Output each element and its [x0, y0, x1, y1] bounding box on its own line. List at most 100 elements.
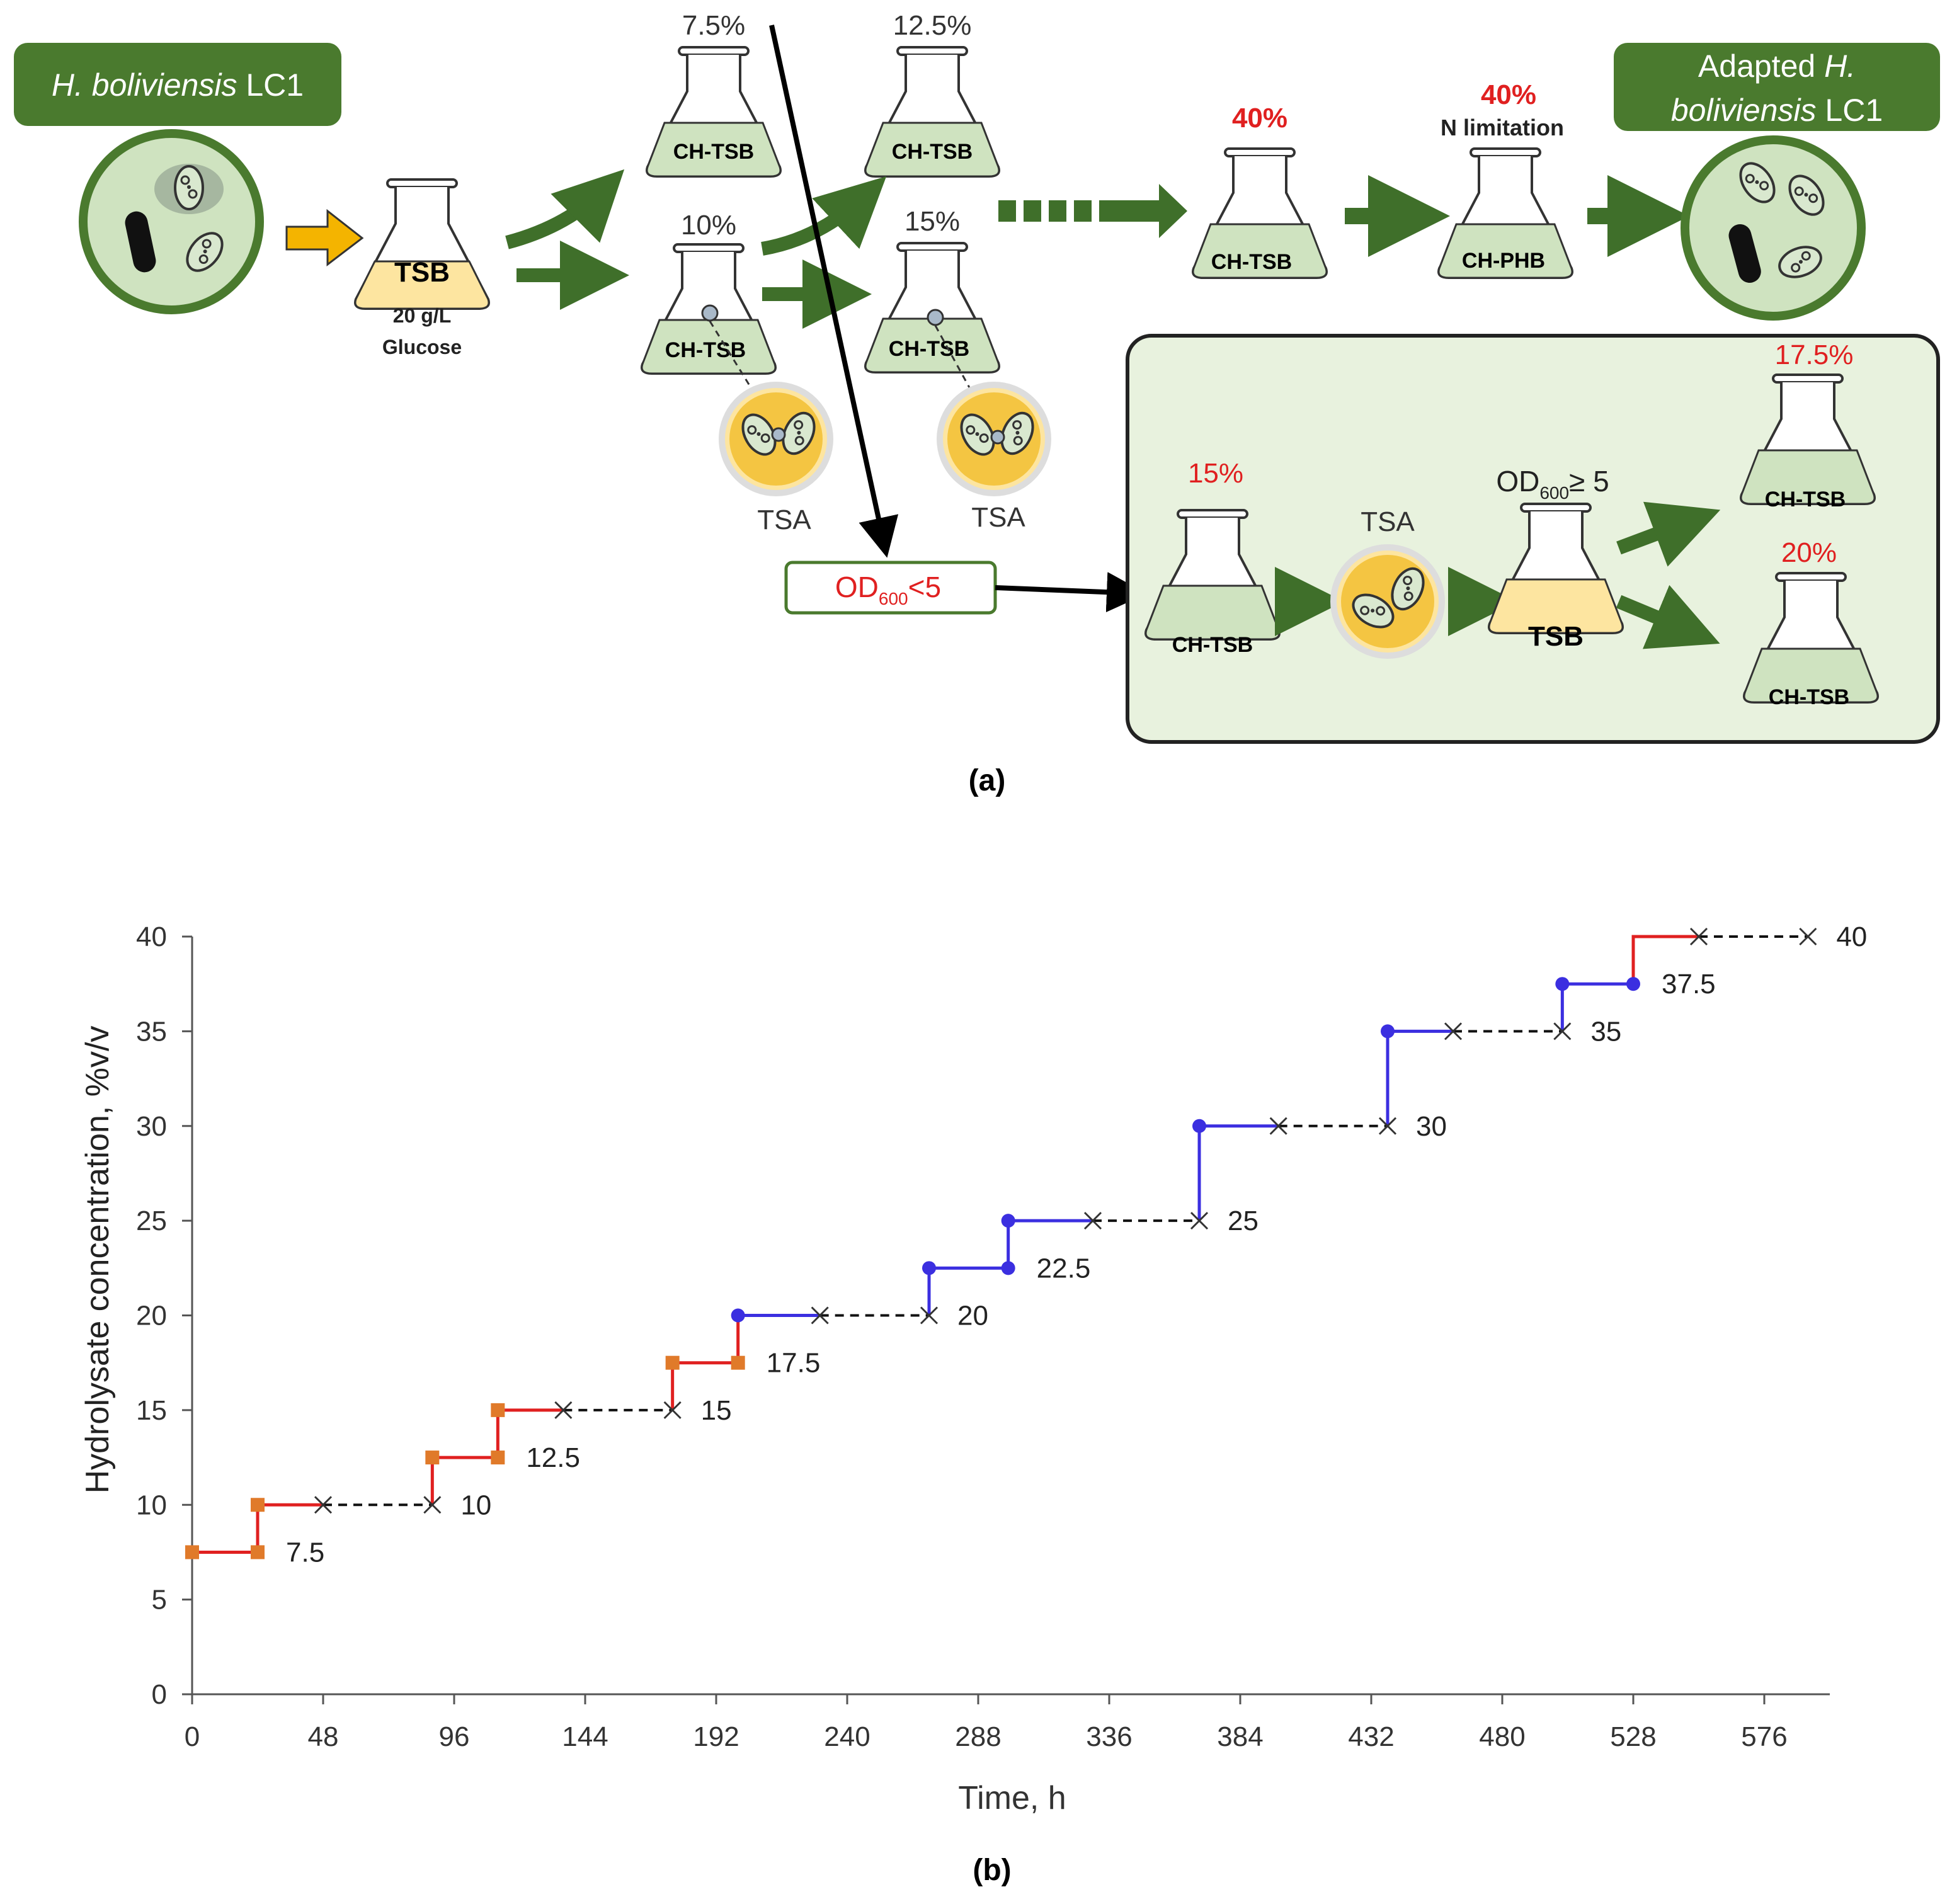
- x-tick-label: 240: [824, 1721, 870, 1752]
- flask-pct: 40%: [1232, 103, 1287, 134]
- tsb-label: TSB: [1528, 621, 1584, 652]
- square-marker: [491, 1403, 505, 1417]
- panel-b-caption: (b): [973, 1854, 1011, 1887]
- red-step-segment: [192, 1503, 323, 1554]
- flask-40-chphb: 40% N limitation CH-PHB: [1437, 79, 1573, 279]
- end-label-line1-italic: H.: [1824, 48, 1856, 84]
- svg-text:Adapted H.: Adapted H.: [1698, 48, 1856, 84]
- point-label: 25: [1228, 1206, 1259, 1236]
- tsb-note-line2: Glucose: [382, 336, 462, 358]
- od-main: OD: [1496, 465, 1539, 498]
- black-arrow-icon: [995, 572, 1147, 613]
- diagonal-arrow-icon: [769, 25, 899, 558]
- cross-marker: [1444, 1022, 1463, 1040]
- y-tick-label: 10: [136, 1490, 167, 1520]
- circle-marker: [1001, 1261, 1015, 1275]
- red-step-segment: [1631, 935, 1699, 984]
- square-marker: [425, 1451, 440, 1465]
- inset-flask-17-5: 17.5% CH-TSB: [1740, 339, 1876, 511]
- dashed-green-arrow-icon: [998, 184, 1187, 238]
- svg-text:boliviensis LC1: boliviensis LC1: [1671, 93, 1883, 128]
- cross-marker: [920, 1306, 939, 1325]
- cross-marker: [1799, 927, 1817, 946]
- square-marker: [251, 1498, 265, 1512]
- tsb-note-line1: 20 g/L: [393, 304, 451, 327]
- end-label-line2-italic: boliviensis: [1671, 93, 1817, 128]
- tsb-flask-label: TSB: [394, 257, 450, 288]
- end-label-line1-plain: Adapted: [1698, 48, 1824, 84]
- tsa-plate-2: TSA: [937, 382, 1051, 533]
- x-tick-label: 0: [185, 1721, 200, 1752]
- circle-marker: [922, 1261, 936, 1275]
- od-main: OD: [835, 571, 879, 603]
- point-label: 30: [1416, 1111, 1447, 1142]
- x-tick-label: 480: [1479, 1721, 1525, 1752]
- x-axis-label: Time, h: [958, 1780, 1066, 1816]
- od-sub: 600: [1539, 483, 1569, 503]
- start-strain-label: H. boliviensis LC1: [14, 43, 341, 126]
- rod-bacterium-icon: [1728, 224, 1761, 283]
- square-marker: [665, 1355, 680, 1370]
- point-label: 10: [460, 1490, 491, 1520]
- flask-label: CH-TSB: [1211, 250, 1292, 274]
- green-arrow-icon: [1616, 501, 1721, 567]
- square-marker: [491, 1451, 505, 1465]
- od-threshold-box: OD600<5: [784, 561, 997, 615]
- cross-marker: [1269, 1117, 1287, 1135]
- flask-40-chtsb: 40% CH-TSB: [1192, 103, 1328, 279]
- bacterium-icon: [174, 165, 204, 210]
- flask-pct: 12.5%: [893, 10, 972, 41]
- x-tick-label: 336: [1086, 1721, 1132, 1752]
- start-label-italic: H. boliviensis: [52, 67, 237, 103]
- inset-tsb-flask: OD600≥ 5 TSB: [1488, 465, 1624, 652]
- flask-label: CH-TSB: [665, 338, 746, 362]
- flask-pct: 20%: [1781, 537, 1837, 568]
- point-label: 40: [1836, 921, 1867, 952]
- adapted-strain-label: Adapted H. boliviensis LC1: [1614, 43, 1940, 131]
- x-tick-label: 288: [955, 1721, 1001, 1752]
- square-marker: [731, 1355, 745, 1370]
- flask-pct: 10%: [681, 210, 736, 241]
- chart-series: [192, 935, 1808, 1554]
- y-tick-label: 20: [136, 1301, 167, 1331]
- panel-a-caption: (a): [969, 764, 1006, 797]
- end-label-line2-plain: LC1: [1817, 93, 1883, 128]
- flask-label: CH-TSB: [673, 140, 754, 164]
- point-label: 15: [701, 1395, 732, 1426]
- chart-markers: [185, 927, 1817, 1559]
- y-tick-label: 40: [136, 921, 167, 952]
- y-tick-label: 25: [136, 1206, 167, 1236]
- point-label: 37.5: [1662, 969, 1716, 1000]
- y-tick-label: 0: [152, 1679, 167, 1710]
- square-marker: [251, 1545, 265, 1559]
- flask-label: CH-TSB: [889, 337, 969, 361]
- circle-marker: [1001, 1214, 1015, 1228]
- rod-bacterium-icon: [125, 211, 156, 273]
- inset-flask-20: 20% CH-TSB: [1743, 537, 1879, 709]
- point-label: 12.5: [526, 1442, 580, 1473]
- svg-text:OD600≥ 5: OD600≥ 5: [1496, 465, 1609, 503]
- point-label: 35: [1590, 1016, 1621, 1047]
- point-label: 20: [957, 1301, 988, 1331]
- green-curved-arrow-icon: [505, 169, 625, 249]
- green-arrow-icon: [1616, 584, 1720, 649]
- inset-tsa-plate: TSA: [1330, 506, 1445, 659]
- svg-text:OD600<5: OD600<5: [835, 571, 941, 608]
- y-tick-label: 35: [136, 1016, 167, 1047]
- flask-12-5: 12.5% CH-TSB: [864, 10, 1000, 178]
- x-tick-label: 384: [1217, 1721, 1263, 1752]
- flask-label: CH-TSB: [1769, 685, 1849, 709]
- tsa-label: TSA: [971, 502, 1025, 533]
- y-tick-label: 30: [136, 1111, 167, 1142]
- tsb-flask: TSB 20 g/L Glucose: [354, 178, 490, 358]
- cross-marker: [423, 1496, 442, 1514]
- flask-label: CH-TSB: [1765, 487, 1846, 511]
- orange-arrow-icon: [285, 208, 364, 267]
- flask-label: CH-PHB: [1462, 249, 1545, 273]
- cross-marker: [1553, 1022, 1572, 1040]
- circle-marker: [1626, 977, 1640, 991]
- svg-text:H. boliviensis LC1: H. boliviensis LC1: [52, 67, 304, 103]
